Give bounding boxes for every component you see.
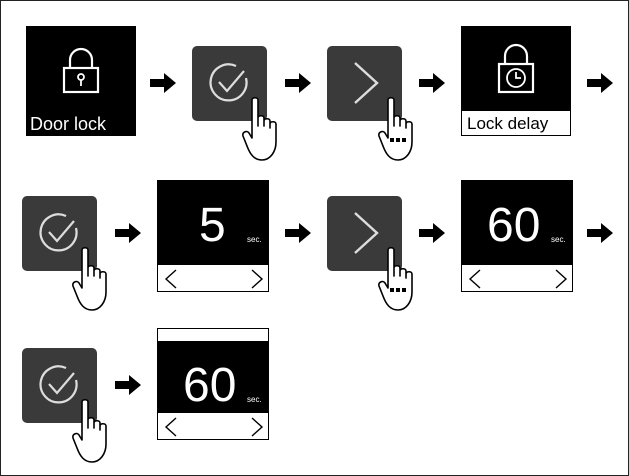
padlock-icon — [62, 47, 100, 94]
confirm-top-bar — [157, 328, 269, 342]
value-number: 60 — [487, 199, 541, 252]
lock-delay-label-bar: Lock delay — [461, 110, 571, 136]
value-tile-60-confirmed: 60 sec. — [157, 328, 269, 440]
value-selector-bar — [157, 412, 269, 440]
checkmark-icon — [209, 63, 248, 102]
value-tile-60: 60 sec. — [461, 180, 573, 292]
unit-label: sec. — [551, 235, 566, 244]
tap-hand-icon — [72, 246, 107, 311]
value-number: 5 — [199, 199, 226, 252]
value-selector-bar — [157, 264, 269, 292]
arrow-right-icon — [285, 223, 311, 243]
tap-hand-icon — [378, 246, 413, 311]
tap-hand-icon — [72, 398, 107, 463]
lock-delay-tile: Lock delay — [461, 26, 571, 136]
chevron-right-icon — [354, 212, 379, 254]
chevron-left-icon[interactable] — [164, 269, 178, 289]
arrow-right-icon — [150, 73, 176, 93]
arrow-right-icon — [419, 73, 445, 93]
checkmark-icon — [39, 213, 78, 252]
chevron-left-icon[interactable] — [468, 269, 482, 289]
door-lock-label: Door lock — [30, 114, 107, 134]
arrow-right-icon — [587, 73, 613, 93]
arrow-right-icon — [587, 223, 613, 243]
lock-delay-label: Lock delay — [467, 114, 549, 133]
value-tile-5: 5 sec. — [157, 180, 269, 292]
chevron-right-icon[interactable] — [250, 269, 264, 289]
chevron-right-icon — [354, 62, 379, 104]
tap-hand-icon — [378, 96, 413, 161]
padlock-clock-icon — [497, 43, 535, 94]
chevron-left-icon[interactable] — [164, 417, 178, 437]
arrow-right-icon — [115, 223, 141, 243]
chevron-right-icon[interactable] — [554, 269, 568, 289]
value-selector-bar — [461, 264, 573, 292]
unit-label: sec. — [247, 395, 262, 404]
checkmark-icon — [39, 365, 78, 404]
unit-label: sec. — [247, 235, 262, 244]
arrow-right-icon — [419, 223, 445, 243]
chevron-right-icon[interactable] — [250, 417, 264, 437]
value-number: 60 — [183, 359, 237, 412]
door-lock-tile: Door lock — [26, 26, 136, 136]
arrow-right-icon — [285, 73, 311, 93]
arrow-right-icon — [115, 375, 141, 395]
tap-hand-icon — [242, 96, 277, 161]
